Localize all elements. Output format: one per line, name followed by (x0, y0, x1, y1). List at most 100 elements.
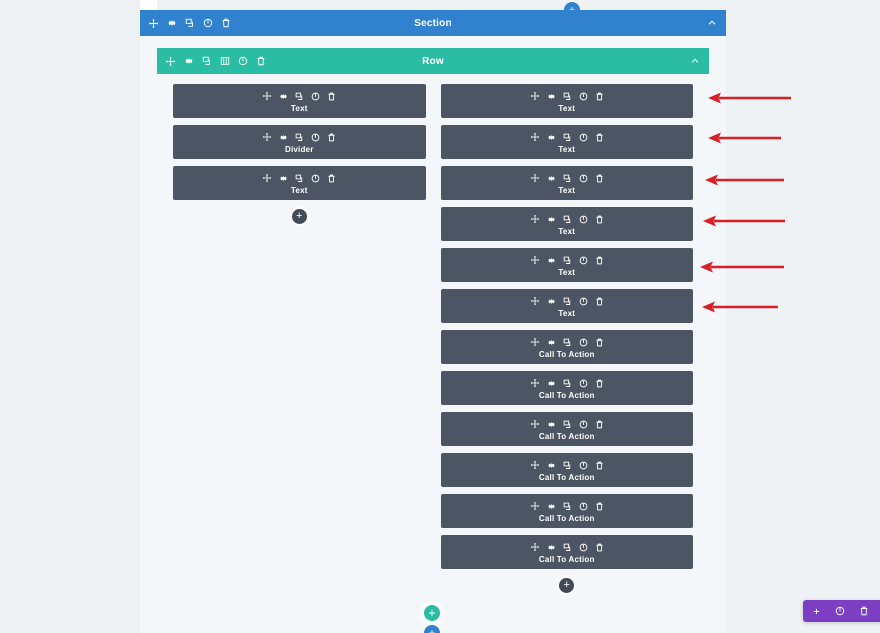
gear-icon[interactable] (547, 461, 556, 470)
duplicate-icon[interactable] (563, 420, 572, 429)
trash-icon[interactable] (595, 133, 604, 142)
chevron-up-icon[interactable] (690, 56, 700, 66)
move-icon[interactable] (530, 214, 540, 224)
trash-icon[interactable] (595, 461, 604, 470)
move-icon[interactable] (530, 132, 540, 142)
duplicate-icon[interactable] (202, 56, 212, 66)
trash-icon[interactable] (327, 174, 336, 183)
module-block[interactable]: Text (440, 166, 693, 200)
trash-icon[interactable] (595, 215, 604, 224)
move-icon[interactable] (148, 18, 159, 29)
duplicate-icon[interactable] (563, 297, 572, 306)
move-icon[interactable] (530, 296, 540, 306)
chevron-up-icon[interactable] (707, 18, 717, 28)
module-block[interactable]: Call To Action (440, 412, 693, 446)
add-row-button[interactable]: + (424, 605, 440, 621)
duplicate-icon[interactable] (295, 174, 304, 183)
module-block[interactable]: Call To Action (440, 453, 693, 487)
move-icon[interactable] (530, 173, 540, 183)
power-icon[interactable] (835, 606, 845, 616)
power-icon[interactable] (579, 420, 588, 429)
power-icon[interactable] (311, 92, 320, 101)
gear-icon[interactable] (547, 92, 556, 101)
add-module-button[interactable]: + (291, 209, 307, 224)
trash-icon[interactable] (595, 338, 604, 347)
move-icon[interactable] (165, 56, 176, 67)
power-icon[interactable] (238, 56, 248, 66)
gear-icon[interactable] (184, 56, 194, 66)
columns-icon[interactable] (220, 56, 230, 66)
trash-icon[interactable] (595, 379, 604, 388)
duplicate-icon[interactable] (563, 502, 572, 511)
module-block[interactable]: Text (440, 289, 693, 323)
gear-icon[interactable] (547, 420, 556, 429)
duplicate-icon[interactable] (185, 18, 195, 28)
module-block[interactable]: Call To Action (440, 330, 693, 364)
move-icon[interactable] (530, 542, 540, 552)
trash-icon[interactable] (595, 420, 604, 429)
move-icon[interactable] (530, 378, 540, 388)
trash-icon[interactable] (595, 297, 604, 306)
gear-icon[interactable] (279, 133, 288, 142)
duplicate-icon[interactable] (563, 338, 572, 347)
duplicate-icon[interactable] (563, 379, 572, 388)
gear-icon[interactable] (167, 18, 177, 28)
trash-icon[interactable] (221, 18, 231, 28)
trash-icon[interactable] (595, 543, 604, 552)
module-block[interactable]: Text (440, 248, 693, 282)
move-icon[interactable] (262, 91, 272, 101)
move-icon[interactable] (262, 173, 272, 183)
trash-icon[interactable] (595, 174, 604, 183)
gear-icon[interactable] (547, 502, 556, 511)
add-module-button[interactable]: + (559, 578, 575, 593)
power-icon[interactable] (579, 297, 588, 306)
trash-icon[interactable] (256, 56, 266, 66)
trash-icon[interactable] (327, 92, 336, 101)
trash-icon[interactable] (595, 92, 604, 101)
move-icon[interactable] (262, 132, 272, 142)
gear-icon[interactable] (279, 92, 288, 101)
power-icon[interactable] (311, 174, 320, 183)
row-collapse-button[interactable] (690, 56, 709, 66)
move-icon[interactable] (530, 255, 540, 265)
row-header-bar[interactable]: Row (157, 48, 709, 74)
module-block[interactable]: Text (173, 166, 426, 200)
duplicate-icon[interactable] (563, 543, 572, 552)
gear-icon[interactable] (547, 338, 556, 347)
duplicate-icon[interactable] (563, 215, 572, 224)
gear-icon[interactable] (547, 133, 556, 142)
move-icon[interactable] (530, 460, 540, 470)
gear-icon[interactable] (547, 297, 556, 306)
section-header-bar[interactable]: Section (140, 10, 726, 36)
power-icon[interactable] (579, 338, 588, 347)
power-icon[interactable] (579, 215, 588, 224)
gear-icon[interactable] (547, 174, 556, 183)
power-icon[interactable] (203, 18, 213, 28)
trash-icon[interactable] (595, 502, 604, 511)
power-icon[interactable] (579, 133, 588, 142)
move-icon[interactable] (530, 337, 540, 347)
power-icon[interactable] (579, 256, 588, 265)
duplicate-icon[interactable] (295, 133, 304, 142)
module-block[interactable]: Text (440, 125, 693, 159)
move-icon[interactable] (530, 419, 540, 429)
module-block[interactable]: Call To Action (440, 494, 693, 528)
power-icon[interactable] (579, 502, 588, 511)
add-section-bottom-button[interactable]: + (424, 625, 440, 633)
gear-icon[interactable] (547, 543, 556, 552)
module-block[interactable]: Text (440, 207, 693, 241)
duplicate-icon[interactable] (563, 92, 572, 101)
module-block[interactable]: Text (173, 84, 426, 118)
gear-icon[interactable] (279, 174, 288, 183)
trash-icon[interactable] (859, 606, 869, 616)
power-icon[interactable] (579, 543, 588, 552)
duplicate-icon[interactable] (295, 92, 304, 101)
duplicate-icon[interactable] (563, 133, 572, 142)
gear-icon[interactable] (547, 215, 556, 224)
trash-icon[interactable] (595, 256, 604, 265)
power-icon[interactable] (579, 174, 588, 183)
module-block[interactable]: Text (440, 84, 693, 118)
power-icon[interactable] (579, 92, 588, 101)
module-block[interactable]: Call To Action (440, 371, 693, 405)
section-collapse-button[interactable] (707, 18, 726, 28)
